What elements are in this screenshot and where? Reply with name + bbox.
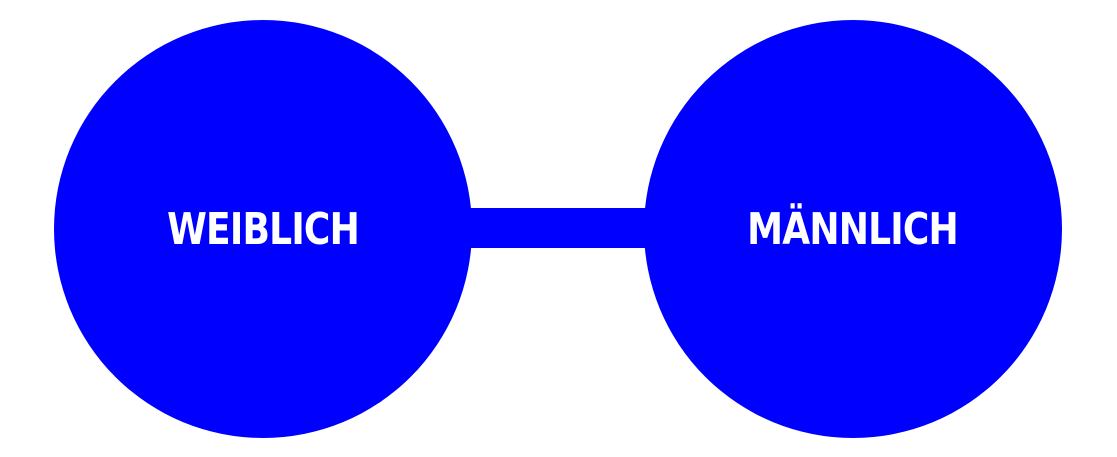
node-label-maennlich: MÄNNLICH bbox=[747, 203, 960, 255]
node-label-weiblich: WEIBLICH bbox=[167, 203, 360, 255]
connector-bar bbox=[450, 208, 670, 248]
node-maennlich: MÄNNLICH bbox=[644, 20, 1062, 438]
node-weiblich: WEIBLICH bbox=[54, 20, 472, 438]
